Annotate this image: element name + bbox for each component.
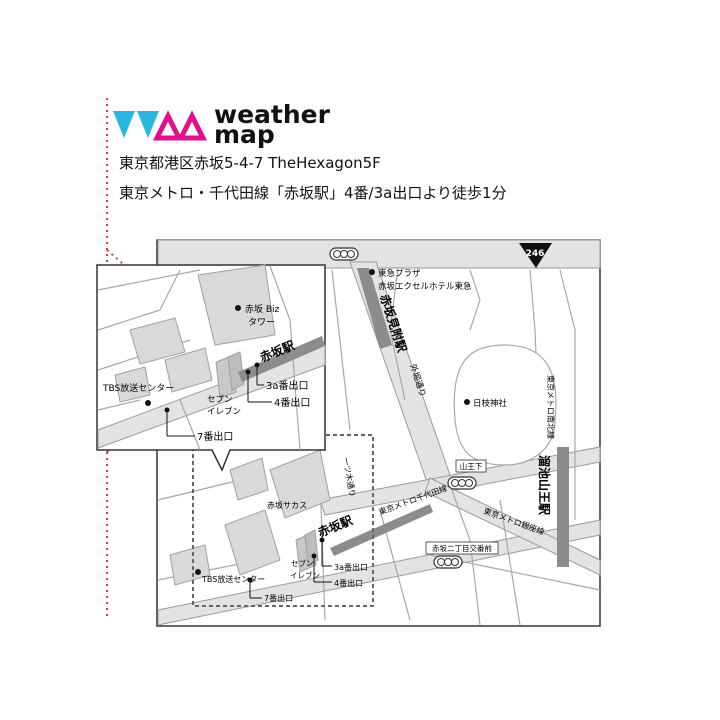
landmark-tokyu-plaza: 東急プラザ (378, 268, 421, 279)
landmark-excel-hotel: 赤坂エクセルホテル東急 (378, 281, 472, 292)
access-directions: 東京メトロ・千代田線「赤坂駅」4番/3a出口より徒歩1分 (119, 184, 507, 202)
line-namboku: 東京メトロ南北線 (546, 375, 556, 439)
exit-3a-label: 3a番出口 (334, 562, 368, 572)
landmark-akasaka-sacas: 赤坂サカス (267, 500, 307, 510)
landmark-seven-eleven: セブン (291, 558, 314, 568)
landmark-seven-eleven: イレブン (290, 570, 320, 580)
inset-tbs-label: TBS放送センター (102, 382, 174, 394)
landmark-dot (369, 269, 375, 275)
inset-focus-box (192, 434, 374, 607)
logo-text-weather: weather (214, 100, 331, 129)
akasaka-mitsuke-platform (357, 268, 392, 349)
station-tameike-sanno: 溜池山王駅 (537, 455, 552, 516)
signal-icon (329, 247, 359, 261)
biz-tower-building (197, 264, 276, 346)
signal-label-akasaka-2chome: 赤坂二丁目交番前 (432, 543, 492, 553)
inset-seven-eleven: セブン (207, 394, 233, 405)
signal-label-sanno-shita: 山王下 (460, 461, 483, 471)
inset-map: 赤坂 Biz タワー 赤坂駅 TBS放送センター セブン イレブン 3a番出口 … (96, 264, 326, 472)
route-246-badge: 246 (519, 243, 552, 268)
tameike-sanno-platform (557, 447, 569, 567)
landmark-dot (195, 569, 201, 575)
logo-text-map: map (214, 120, 275, 149)
exit-4-label: 4番出口 (334, 578, 363, 588)
inset-seven-eleven: イレブン (207, 406, 241, 417)
inset-akasaka-platform (238, 336, 325, 382)
landmark-dot (235, 305, 241, 311)
address-line: 東京都港区赤坂5-4-7 TheHexagon5F (119, 154, 381, 172)
main-map: 246 山王下 (156, 239, 601, 627)
landmark-hie-jinja: 日枝神社 (473, 398, 508, 409)
exit-7-label: 7番出口 (264, 593, 293, 603)
signal-icon (447, 476, 477, 490)
route-number: 246 (526, 249, 545, 259)
inset-biz-tower-label: 赤坂 Biz (245, 304, 280, 315)
inset-exit-4: 4番出口 (274, 396, 310, 409)
inset-exit-3a: 3a番出口 (266, 379, 309, 392)
akasaka-platform (330, 504, 433, 556)
inset-exit-7: 7番出口 (197, 430, 233, 443)
weathermap-logo: weather map (113, 100, 331, 149)
signal-icon (433, 555, 463, 569)
route-246-road (157, 239, 601, 269)
landmark-dot (145, 400, 151, 406)
landmark-tbs: TBS放送センター (201, 574, 265, 584)
inset-biz-tower-label: タワー (248, 317, 275, 328)
landmark-dot (464, 399, 470, 405)
